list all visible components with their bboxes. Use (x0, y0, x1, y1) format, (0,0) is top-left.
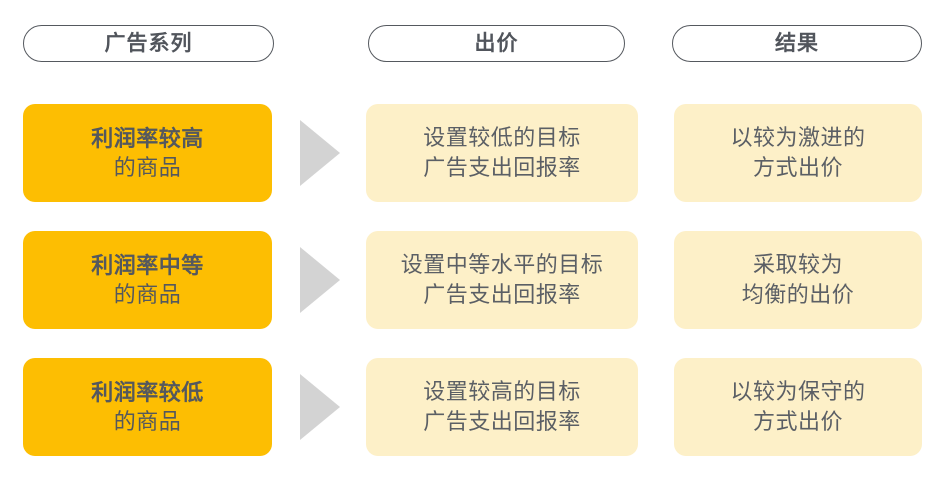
campaign-card-line1: 利润率较低 (91, 379, 204, 405)
column-header-result: 结果 (672, 25, 922, 62)
column-header-campaign: 广告系列 (23, 25, 274, 62)
arrow-right-triangle-icon (300, 374, 340, 440)
campaign-card-line1: 利润率中等 (91, 252, 204, 278)
bid-card: 设置较高的目标 广告支出回报率 (366, 358, 638, 456)
arrow-right-triangle-icon (300, 247, 340, 313)
campaign-card-line2: 的商品 (113, 282, 182, 307)
column-header-bid-label: 出价 (474, 32, 519, 55)
campaign-card-line2: 的商品 (113, 409, 182, 434)
diagram-rows: 利润率较高 的商品 设置较低的目标 广告支出回报率 以较为激进的 方式出价 利润… (0, 104, 940, 485)
result-card-line1: 采取较为 (752, 252, 843, 278)
result-card-line1: 以较为保守的 (730, 379, 866, 405)
diagram-row: 利润率中等 的商品 设置中等水平的目标 广告支出回报率 采取较为 均衡的出价 (0, 231, 940, 329)
arrow-right-triangle-icon (300, 120, 340, 186)
diagram-row: 利润率较高 的商品 设置较低的目标 广告支出回报率 以较为激进的 方式出价 (0, 104, 940, 202)
bid-card-line1: 设置较高的目标 (423, 379, 581, 405)
campaign-card: 利润率较高 的商品 (23, 104, 272, 202)
result-card-line2: 方式出价 (752, 155, 843, 180)
campaign-card: 利润率中等 的商品 (23, 231, 272, 329)
column-header-campaign-label: 广告系列 (104, 32, 193, 55)
bid-card-line2: 广告支出回报率 (423, 155, 581, 180)
bid-card: 设置较低的目标 广告支出回报率 (366, 104, 638, 202)
bidding-strategy-diagram: 广告系列 出价 结果 利润率较高 的商品 设置较低的目标 广告支出回报率 以较为… (0, 25, 940, 456)
bid-card-line2: 广告支出回报率 (423, 409, 581, 434)
result-card-line2: 方式出价 (752, 409, 843, 434)
result-card: 以较为保守的 方式出价 (674, 358, 922, 456)
campaign-card-line2: 的商品 (113, 155, 182, 180)
campaign-card: 利润率较低 的商品 (23, 358, 272, 456)
result-card-line2: 均衡的出价 (741, 282, 855, 307)
bid-card-line1: 设置较低的目标 (423, 125, 581, 151)
bid-card: 设置中等水平的目标 广告支出回报率 (366, 231, 638, 329)
column-headers: 广告系列 出价 结果 (0, 25, 940, 65)
result-card-line1: 以较为激进的 (730, 125, 866, 151)
result-card: 以较为激进的 方式出价 (674, 104, 922, 202)
result-card: 采取较为 均衡的出价 (674, 231, 922, 329)
diagram-row: 利润率较低 的商品 设置较高的目标 广告支出回报率 以较为保守的 方式出价 (0, 358, 940, 456)
campaign-card-line1: 利润率较高 (91, 125, 204, 151)
column-header-result-label: 结果 (775, 32, 819, 55)
bid-card-line2: 广告支出回报率 (423, 282, 581, 307)
bid-card-line1: 设置中等水平的目标 (400, 252, 604, 278)
column-header-bid: 出价 (368, 25, 625, 62)
